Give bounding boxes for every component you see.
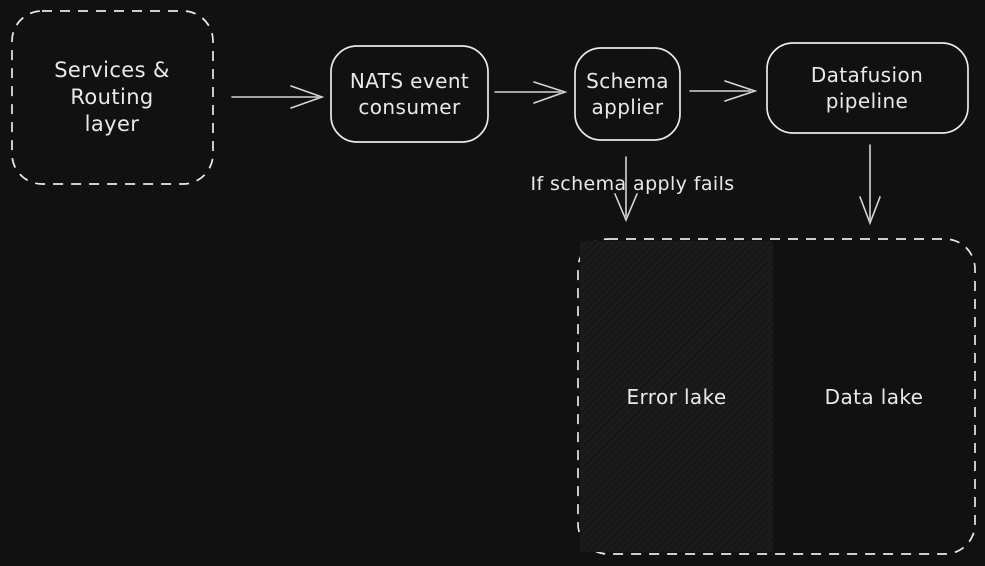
datafusion-pipeline-node-box (766, 42, 969, 134)
services-routing-node-box (11, 10, 214, 185)
arrow-nats-to-schema (494, 81, 568, 104)
lakes-container-node-box (577, 238, 976, 555)
arrow-schema-to-datafusion (689, 80, 758, 102)
schema-applier-node-box (574, 47, 681, 141)
arrow-datafusion-to-data-lake (859, 144, 881, 226)
arrow-services-to-nats (231, 85, 325, 109)
error-lake-region-fill (580, 241, 773, 552)
nats-consumer-node-box (330, 45, 489, 143)
arrow-schema-to-error-lake (614, 156, 638, 223)
